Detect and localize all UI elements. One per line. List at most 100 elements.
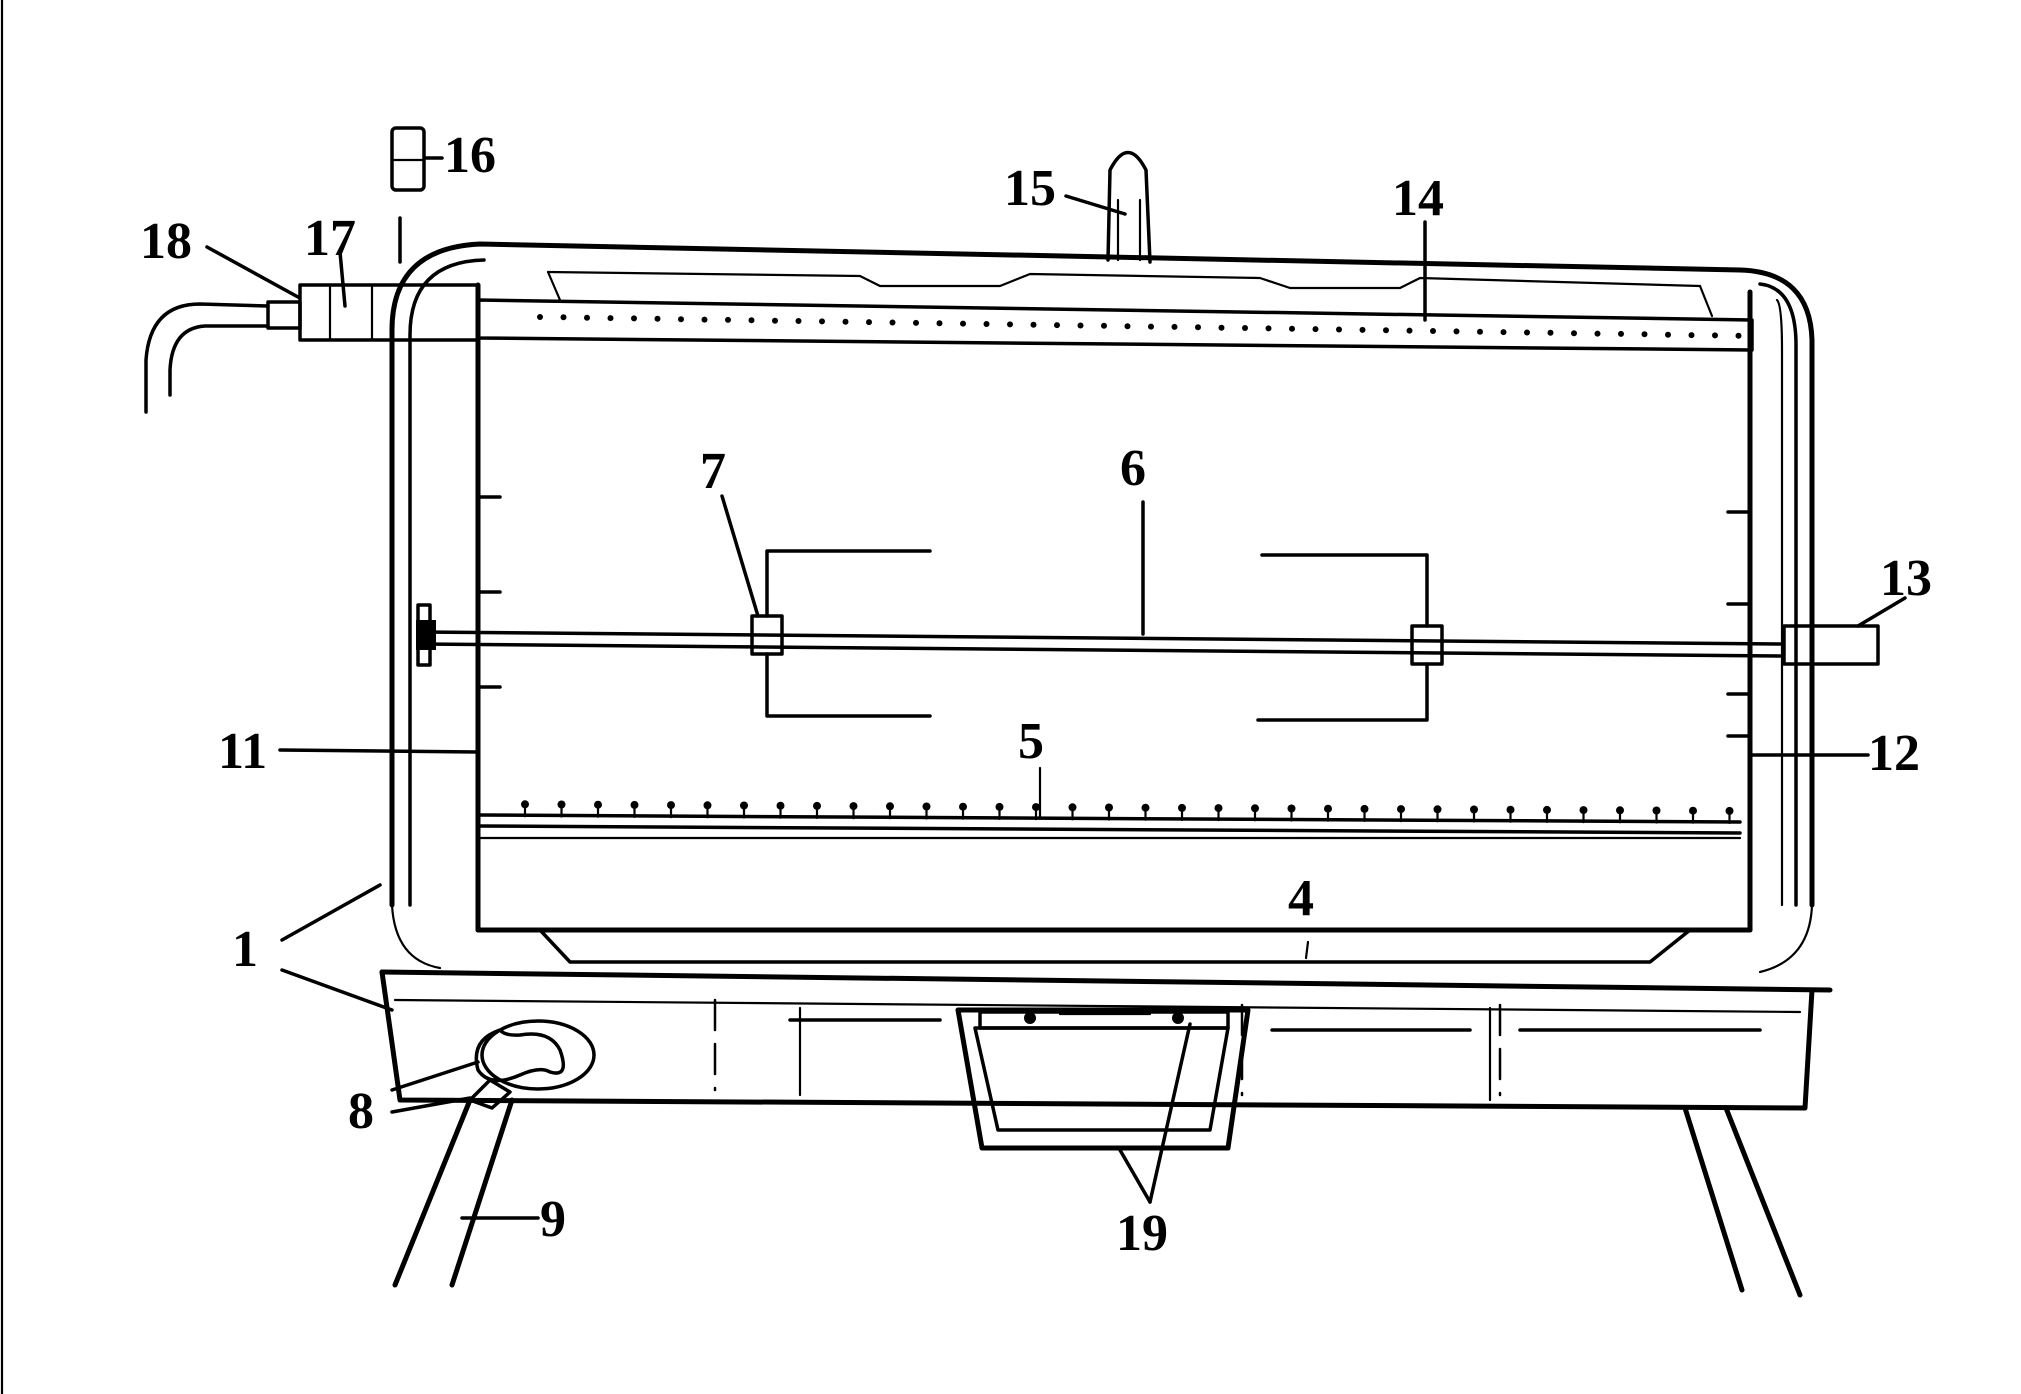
grate-peg <box>1032 803 1040 812</box>
burner-hole <box>701 316 708 323</box>
leader-lines <box>205 156 1907 1220</box>
leader-15 <box>1064 194 1127 216</box>
grate-peg <box>1324 804 1332 813</box>
gas-valve <box>266 283 480 342</box>
label-15: 15 <box>1004 160 1056 217</box>
spit-fork-left <box>750 549 932 718</box>
burner-hole <box>748 317 755 324</box>
spit-fork-right <box>1256 553 1444 722</box>
spit-motor <box>1782 624 1880 666</box>
burner-hole <box>1500 329 1507 336</box>
grate-peg <box>1360 804 1369 813</box>
grate-peg <box>1470 805 1478 814</box>
grate-peg <box>630 800 639 809</box>
burner-hole <box>1077 322 1084 329</box>
label-6: 6 <box>1120 440 1146 497</box>
gas-hose <box>144 302 270 414</box>
grate-peg <box>776 801 785 810</box>
burner-hole <box>1665 331 1671 338</box>
label-1: 1 <box>232 921 258 978</box>
burner-hole <box>654 315 661 322</box>
burner-hole <box>819 318 825 325</box>
leg-left <box>392 1097 515 1288</box>
burner-hole <box>560 314 567 321</box>
grate-peg <box>1105 803 1113 812</box>
label-18: 18 <box>140 213 192 270</box>
burner-hole <box>1030 321 1037 328</box>
label-13: 13 <box>1880 550 1932 607</box>
burner-hole <box>1148 323 1154 330</box>
reference-numerals: 1 4 5 6 7 8 9 11 12 13 14 15 16 17 18 19 <box>140 127 1932 1262</box>
burner-hole <box>866 319 872 326</box>
grate-peg <box>959 802 967 811</box>
grate-peg <box>922 802 931 811</box>
grate-peg <box>557 800 566 809</box>
leader-1a <box>280 883 382 942</box>
grate-peg <box>1251 804 1259 813</box>
burner-hole <box>1406 327 1413 334</box>
label-4: 4 <box>1288 870 1314 927</box>
grate-peg <box>1141 803 1150 812</box>
grate-peg <box>740 801 748 810</box>
grate-peg <box>1214 804 1223 813</box>
grate-peg <box>1689 806 1697 815</box>
label-11: 11 <box>218 723 267 780</box>
burner-hole <box>1430 328 1436 334</box>
burner-hole <box>1735 332 1742 339</box>
burner-hole <box>936 320 943 327</box>
leader-19a <box>1148 1022 1192 1204</box>
leader-13 <box>1856 596 1907 628</box>
grate-peg <box>995 802 1004 811</box>
burner-hole <box>1054 322 1060 329</box>
label-19: 19 <box>1116 1205 1168 1262</box>
grate-peg <box>703 801 712 810</box>
grate-peg <box>1652 806 1661 815</box>
grate-pegs <box>521 800 1734 825</box>
carry-handle <box>955 1007 1251 1151</box>
burner-hole <box>584 314 590 321</box>
grate-peg <box>521 800 529 809</box>
burner-hole <box>1171 323 1178 330</box>
burner-hole <box>1594 330 1601 337</box>
grate-peg <box>1178 803 1186 812</box>
grate-peg <box>813 801 821 810</box>
label-14: 14 <box>1392 170 1444 227</box>
burner-hole <box>1336 326 1342 333</box>
grate-peg <box>1506 805 1515 814</box>
label-7: 7 <box>700 443 726 500</box>
burner-hole <box>1524 329 1530 336</box>
burner-hole <box>537 314 543 320</box>
leg-clamp <box>468 1019 596 1110</box>
burner-hole <box>1547 329 1554 336</box>
burner-hole <box>1101 322 1107 329</box>
burner-hole <box>1477 328 1483 335</box>
leader-17 <box>338 250 347 308</box>
burner-hole <box>1359 326 1366 333</box>
leader-8b <box>390 1096 472 1114</box>
burner-hole <box>772 317 778 324</box>
leader-8a <box>390 1060 480 1092</box>
grate-peg <box>849 802 858 811</box>
burner-hole <box>725 316 731 323</box>
burner-hole <box>1712 332 1718 339</box>
leader-11 <box>278 748 480 754</box>
burner-hole <box>607 315 614 322</box>
leader-7 <box>720 494 760 618</box>
rotisserie-spit <box>416 603 1782 667</box>
burner-hole <box>842 318 849 325</box>
label-5: 5 <box>1018 713 1044 770</box>
grate-peg <box>1725 806 1734 815</box>
grate-peg <box>1616 806 1624 815</box>
burner-hole <box>1571 330 1577 337</box>
burner-hole <box>1453 328 1460 335</box>
burner-hole <box>1218 324 1225 331</box>
grate-peg <box>1287 804 1296 813</box>
lid-housing <box>389 241 1815 974</box>
burner-hole <box>889 319 896 326</box>
ignition-knob <box>390 126 426 264</box>
burner-hole <box>1641 331 1648 338</box>
burner-hole <box>1312 326 1319 333</box>
burner-hole <box>1007 321 1013 328</box>
grate-peg <box>1543 805 1551 814</box>
leg-right <box>1682 1105 1803 1298</box>
